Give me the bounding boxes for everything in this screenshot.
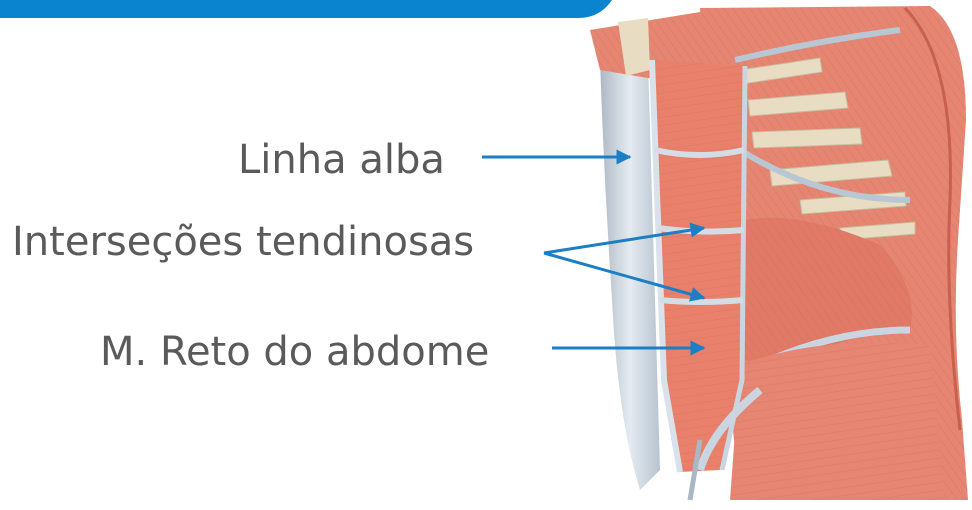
label-intersecoes-tendinosas: Interseções tendinosas — [12, 222, 474, 262]
label-reto-abdome: M. Reto do abdome — [100, 332, 489, 372]
title-banner — [0, 0, 612, 18]
label-linha-alba: Linha alba — [238, 140, 445, 180]
torso-illustration — [590, 6, 968, 500]
